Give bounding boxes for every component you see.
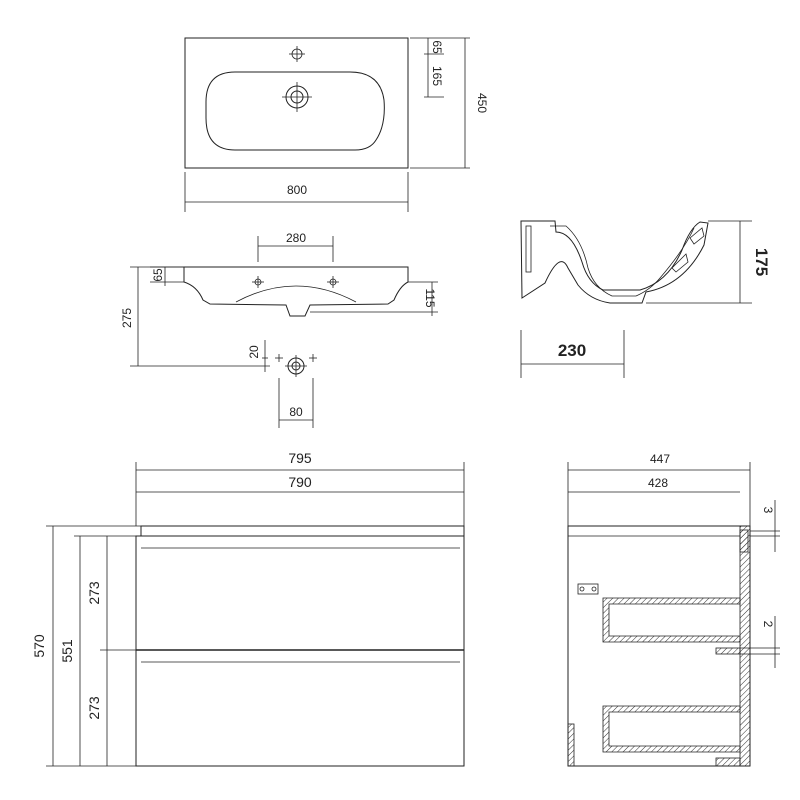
upper-drawer-section xyxy=(602,597,741,643)
drawer-top-height-label: 273 xyxy=(86,581,102,605)
front-panel-section xyxy=(567,723,575,767)
cabinet-body xyxy=(135,535,465,767)
cabinet-side-section: 447 428 3 2 xyxy=(567,452,780,767)
basin-side-inner xyxy=(550,225,695,297)
mount-hole-right-icon xyxy=(327,276,339,288)
basin-depth-label: 450 xyxy=(475,93,489,113)
lower-drawer-section xyxy=(602,705,741,753)
drain-offset-label: 165 xyxy=(430,66,444,86)
basin-side-outline xyxy=(520,220,709,304)
cabinet-side-outline xyxy=(567,525,751,767)
waste-fixing-icon xyxy=(275,354,317,377)
side-height-label: 175 xyxy=(752,248,771,276)
mount-hole-left-icon xyxy=(252,276,264,288)
side-depth-label: 230 xyxy=(558,341,586,360)
basin-outline xyxy=(184,37,409,169)
drawer-runner-icon xyxy=(577,583,599,595)
basin-front-bowl xyxy=(235,285,357,303)
cabinet-body-width-label: 790 xyxy=(288,474,312,490)
cabinet-overall-depth-label: 447 xyxy=(650,452,670,466)
drawer-bottom-height-label: 273 xyxy=(86,696,102,720)
tap-offset-label: 65 xyxy=(430,40,444,54)
basin-side-section: 175 230 xyxy=(520,220,771,378)
mid-rail-section xyxy=(715,647,741,655)
drain-icon xyxy=(282,82,312,112)
basin-front-outline xyxy=(183,266,409,317)
rim-height-label: 65 xyxy=(151,268,165,282)
cabinet-body-height-label: 551 xyxy=(59,639,75,663)
plinth-section xyxy=(715,757,741,767)
cabinet-overall-width-label: 795 xyxy=(288,450,312,466)
basin-side-slot xyxy=(525,225,532,273)
top-gap-label: 3 xyxy=(761,507,775,514)
mount-spacing-label: 280 xyxy=(286,231,306,245)
cabinet-front-view: 795 790 570 551 273 273 xyxy=(31,450,465,767)
waste-spacing-label: 80 xyxy=(289,405,303,419)
cabinet-back-wall xyxy=(739,525,751,767)
basin-width-label: 800 xyxy=(287,183,307,197)
tap-hole-icon xyxy=(289,46,305,62)
basin-bowl-outline xyxy=(205,71,385,151)
cabinet-body-depth-label: 428 xyxy=(648,476,668,490)
basin-side-rim-detail xyxy=(689,227,705,245)
waste-offset-label: 20 xyxy=(247,345,261,359)
basin-side-overflow xyxy=(671,253,689,273)
cabinet-top-rail xyxy=(739,529,749,553)
basin-top-view: 450 65 165 800 xyxy=(184,37,489,212)
drawer-gap-label: 2 xyxy=(761,621,775,628)
cabinet-top-basin xyxy=(140,525,465,537)
overall-height-label: 275 xyxy=(120,308,134,328)
cabinet-overall-height-label: 570 xyxy=(31,634,47,658)
basin-front-section: 280 65 275 115 20 80 xyxy=(120,231,438,428)
bowl-depth-label: 115 xyxy=(423,288,437,307)
